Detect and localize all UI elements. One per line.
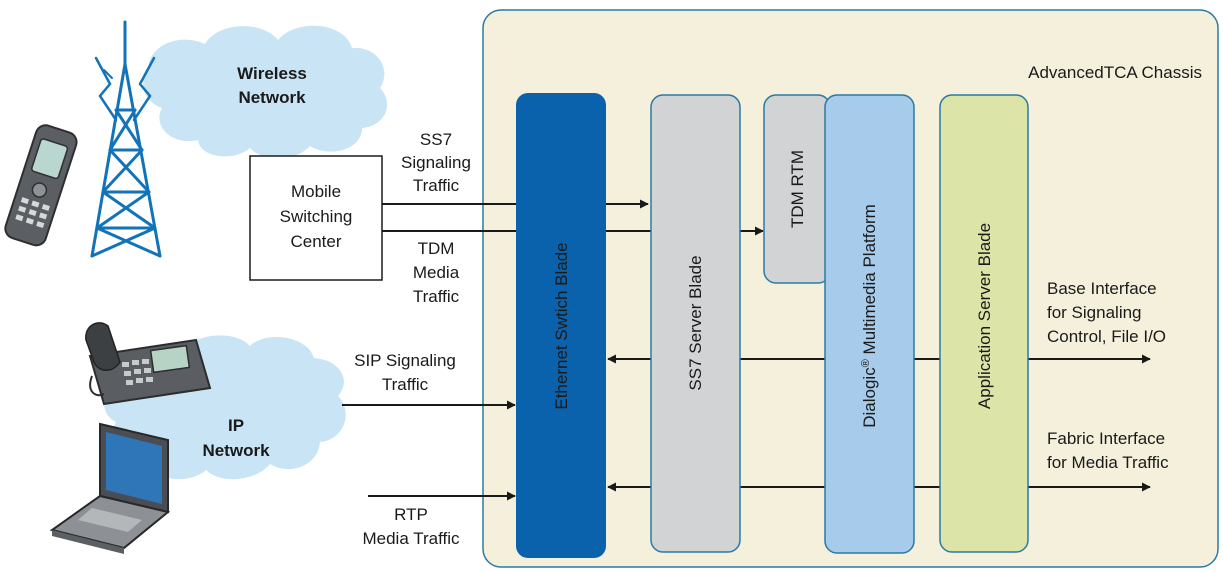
fabric-interface-label-2: for Media Traffic — [1047, 453, 1169, 472]
tdm-traffic-label-1: TDM — [418, 239, 455, 258]
sip-traffic-label-2: Traffic — [382, 375, 429, 394]
ethernet-switch-blade — [516, 93, 606, 558]
fabric-interface-label-1: Fabric Interface — [1047, 429, 1165, 448]
laptop-icon — [49, 422, 171, 554]
dialogic-multimedia-platform-label: Dialogic® Multimedia Platform — [860, 204, 879, 428]
ss7-traffic-label-3: Traffic — [413, 176, 460, 195]
ip-network-label-1: IP — [228, 416, 244, 435]
base-interface-label-1: Base Interface — [1047, 279, 1157, 298]
cell-tower-icon — [90, 20, 162, 258]
msc-label-2: Switching — [280, 207, 353, 226]
desk-phone-icon — [85, 322, 212, 406]
ethernet-switch-blade-label: Ethernet Swtich Blade — [552, 242, 571, 409]
mobile-switching-center-box — [249, 155, 383, 281]
tdm-traffic-label-3: Traffic — [413, 287, 460, 306]
dialogic-multimedia-platform-blade — [824, 94, 915, 554]
wireless-network-cloud: Wireless Network — [143, 25, 388, 159]
msc-label-1: Mobile — [291, 182, 341, 201]
chassis-label: AdvancedTCA Chassis — [1028, 63, 1202, 82]
application-server-blade-label: Application Server Blade — [975, 223, 994, 409]
application-server-blade — [939, 94, 1029, 553]
wireless-network-label-1: Wireless — [237, 64, 307, 83]
rtp-traffic-label-2: Media Traffic — [362, 529, 460, 548]
msc-label-3: Center — [290, 232, 341, 251]
tdm-rtm-label: TDM RTM — [788, 150, 807, 228]
ip-network-label-2: Network — [202, 441, 270, 460]
base-interface-label-2: for Signaling — [1047, 303, 1142, 322]
wireless-network-label-2: Network — [238, 88, 306, 107]
ss7-traffic-label-2: Signaling — [401, 153, 471, 172]
rtp-traffic-label-1: RTP — [394, 505, 428, 524]
sip-traffic-label-1: SIP Signaling — [354, 351, 456, 370]
ss7-server-blade — [650, 94, 741, 553]
mobile-phone-icon — [4, 124, 78, 247]
ss7-server-blade-label: SS7 Server Blade — [686, 255, 705, 390]
tdm-traffic-label-2: Media — [413, 263, 460, 282]
base-interface-label-3: Control, File I/O — [1047, 327, 1166, 346]
ss7-traffic-label-1: SS7 — [420, 130, 452, 149]
